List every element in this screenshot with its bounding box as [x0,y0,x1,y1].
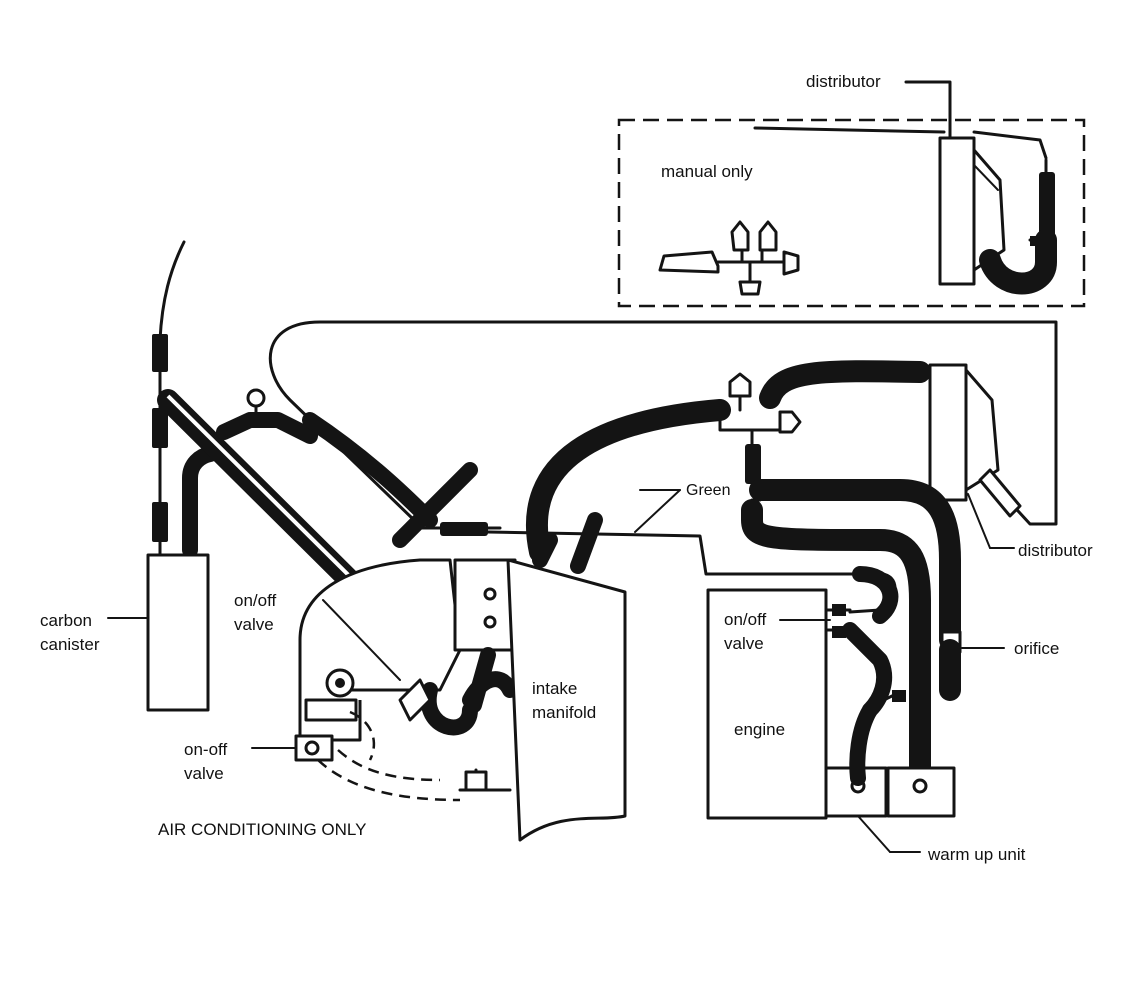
label-distributor-right: distributor [1018,541,1093,560]
carbon-canister-group [107,240,218,712]
label-distributor-top: distributor [806,72,881,91]
label-carbon-canister-line1: carbon [40,611,92,630]
distributor-vacuum-line-loop [268,320,1058,526]
label-onoff-valve-bottom-line1: on-off [184,740,228,759]
label-onoff-valve-bottom-line2: valve [184,764,224,783]
intake-manifold [506,399,731,842]
distributor-right [928,363,1022,549]
manual-only-inset [617,80,1086,308]
label-manual-only: manual only [661,162,753,181]
label-onoff-valve-left-line2: valve [234,615,274,634]
label-onoff-valve-left-line1: on/off [234,591,277,610]
engine [706,588,956,853]
label-onoff-valve-right-line1: on/off [724,610,767,629]
label-air-conditioning-only: AIR CONDITIONING ONLY [158,820,367,839]
label-intake-manifold-line1: intake [532,679,578,698]
label-orifice: orifice [1014,639,1060,658]
label-engine: engine [734,720,786,739]
label-warm-up-unit: warm up unit [928,845,1026,864]
label-carbon-canister-line2: canister [40,635,100,654]
label-onoff-valve-right-line2: valve [724,634,764,653]
label-intake-manifold-line2: manifold [532,703,597,722]
throttle-body [298,558,517,742]
label-green: Green [686,482,731,499]
air-conditioning-lines [251,710,512,802]
vacuum-tee-upper [718,360,931,502]
